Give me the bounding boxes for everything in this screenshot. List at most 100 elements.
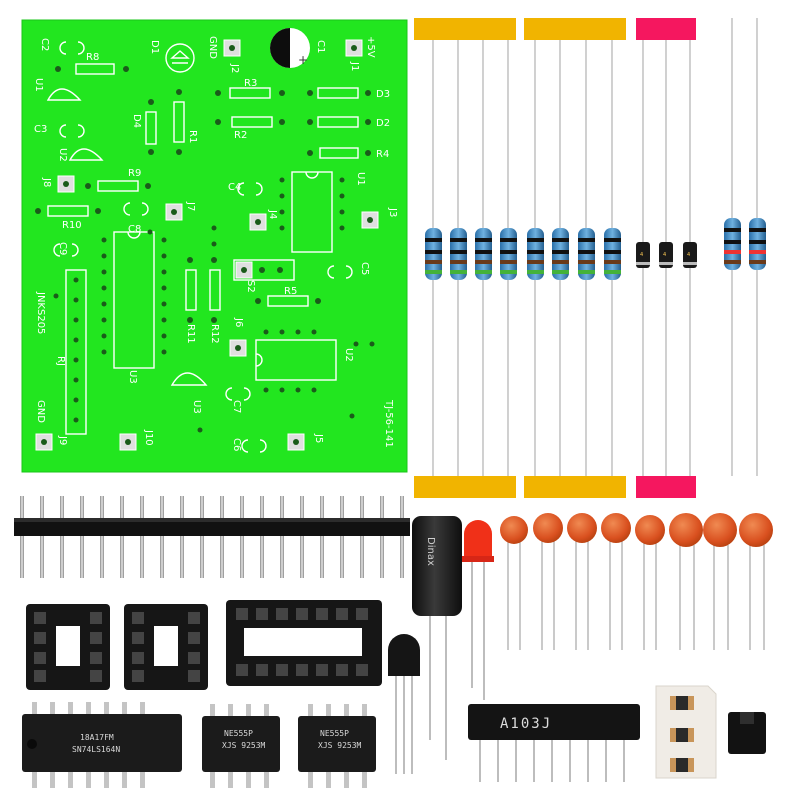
label-rj: RJ: [55, 356, 66, 366]
resistor: [425, 228, 442, 280]
chip-line-1: NE555P: [224, 729, 253, 738]
ceramic-capacitor: [533, 513, 563, 543]
ceramic-capacitor: [669, 513, 703, 547]
svg-text:+: +: [298, 53, 308, 67]
chip-ne555p: NE555P XJS 9253M: [298, 704, 376, 788]
label-c9: C9: [57, 242, 68, 255]
svg-text:4: 4: [663, 252, 666, 258]
label-u1: U1: [33, 78, 44, 92]
label-c3: C3: [34, 124, 47, 135]
resistor: [527, 228, 544, 280]
label-j9: J9: [57, 435, 68, 445]
label-j2: J2: [229, 63, 240, 73]
pin-header: [14, 496, 410, 578]
smd-tape: [655, 685, 717, 779]
label-d3: D3: [376, 89, 390, 100]
label-r5: R5: [284, 286, 297, 297]
label-gnd-top: GND: [207, 36, 218, 59]
label-d1: D1: [149, 40, 160, 54]
resistor: [578, 228, 595, 280]
diodes: 4 4 4: [636, 242, 697, 268]
label-c8: C8: [128, 224, 141, 235]
svg-text:4: 4: [640, 252, 643, 258]
label-j4: J4: [267, 209, 278, 219]
ceramic-capacitor: [567, 513, 597, 543]
label-j6: J6: [233, 317, 244, 327]
rnet-label: A103J: [500, 716, 552, 732]
ecap-brand: Dinax: [425, 537, 436, 566]
chip-sn74ls164n: 18A17FM SN74LS164N: [22, 702, 182, 788]
label-u3: U3: [127, 370, 138, 384]
label-j3: J3: [387, 207, 398, 217]
label-j7: J7: [185, 201, 196, 211]
label-u3b: U3: [191, 400, 202, 414]
diode: 4: [683, 242, 697, 268]
label-u2b: U2: [343, 348, 354, 362]
ic-socket-8pin: [124, 604, 208, 690]
label-c7: C7: [231, 400, 242, 413]
jumper-cap: [728, 712, 766, 754]
resistor: [475, 228, 492, 280]
label-d4: D4: [131, 114, 142, 128]
label-r8: R8: [86, 52, 99, 63]
transistor: [388, 634, 420, 774]
electrolytic-capacitor: Dinax: [412, 516, 462, 760]
label-c1: C1: [315, 40, 326, 53]
resistor: [500, 228, 517, 280]
label-j1: J1: [349, 61, 360, 71]
chip-line-2: SN74LS164N: [72, 745, 120, 754]
label-r11: R11: [185, 324, 196, 344]
resistor: [724, 218, 741, 270]
red-led: [462, 520, 494, 700]
ceramic-capacitor: [635, 515, 665, 545]
pcb-silkscreen: [46, 41, 359, 453]
label-r10: R10: [62, 220, 82, 231]
diode: 4: [636, 242, 650, 268]
c1-outline: +: [270, 28, 310, 68]
label-u1b: U1: [355, 172, 366, 186]
resistor: [749, 218, 766, 270]
svg-text:4: 4: [687, 252, 690, 258]
label-revision: TJ-56-141: [383, 399, 394, 448]
chip-line-2: XJS 9253M: [318, 741, 362, 750]
label-r1: R1: [187, 130, 198, 143]
label-gnd-bot: GND: [35, 400, 46, 423]
resistor-network: A103J: [468, 704, 640, 782]
label-c4: C4: [228, 182, 241, 193]
resistor: [552, 228, 569, 280]
label-u2a: U2: [57, 148, 68, 162]
label-r4: R4: [376, 149, 389, 160]
chip-line-1: NE555P: [320, 729, 349, 738]
ic-socket-8pin: [26, 604, 110, 690]
label-d2: D2: [376, 118, 390, 129]
label-j8: J8: [41, 177, 52, 187]
label-r9: R9: [128, 168, 141, 179]
ceramic-capacitor: [703, 513, 737, 547]
ceramic-capacitor: [601, 513, 631, 543]
label-r2: R2: [234, 130, 247, 141]
resistor: [450, 228, 467, 280]
label-r3: R3: [244, 78, 257, 89]
pcb-labels: C2 R8 D1 GND C1 +5V U1 J2 R3 J1 D3 C3 D4…: [33, 36, 398, 451]
resistor: [604, 228, 621, 280]
label-model: JNKS205: [35, 291, 46, 334]
resistor-bodies: [425, 218, 766, 280]
label-c2: C2: [39, 38, 50, 51]
pcb-holes: [35, 45, 375, 445]
label-j5: J5: [313, 433, 324, 443]
label-s2: S2: [245, 280, 256, 293]
ceramic-capacitor: [739, 513, 773, 547]
chip-line-2: XJS 9253M: [222, 741, 266, 750]
label-c6: C6: [231, 438, 242, 451]
ic-socket-14pin: [226, 600, 382, 686]
label-plus5v: +5V: [365, 36, 376, 58]
label-r12: R12: [209, 324, 220, 344]
chip-line-1: 18A17FM: [80, 733, 114, 742]
ceramic-capacitor: [500, 516, 528, 544]
diode: 4: [659, 242, 673, 268]
label-j10: J10: [143, 429, 154, 446]
chip-ne555p: NE555P XJS 9253M: [202, 704, 280, 788]
tape-strips: [414, 18, 696, 498]
ceramic-capacitors: [500, 513, 773, 650]
